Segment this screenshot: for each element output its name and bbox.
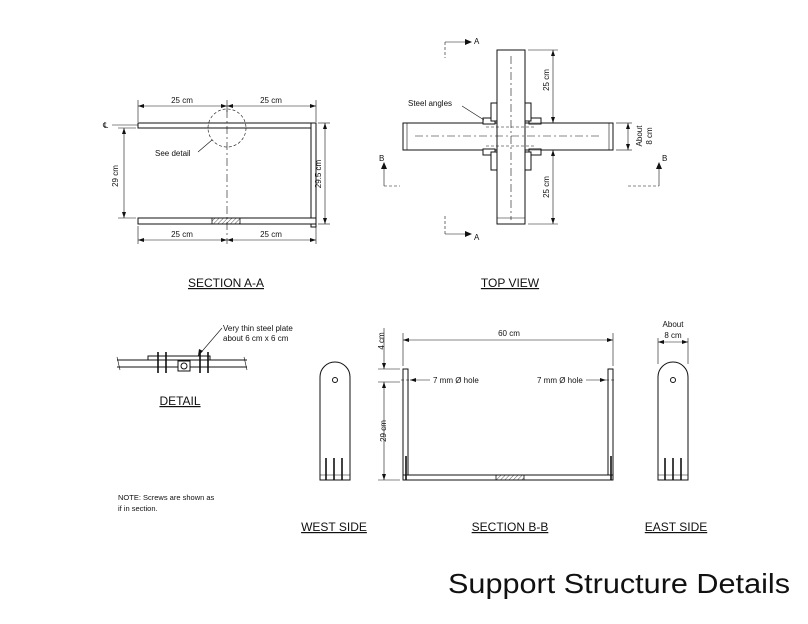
detail-plate-note-line1: Very thin steel plate <box>223 324 293 333</box>
detail-steel-plate <box>147 355 211 361</box>
section-aa-dim-bottom-left: 25 cm <box>171 230 193 239</box>
section-aa-dim-top-right: 25 cm <box>260 96 282 105</box>
section-bb-view: 60 cm 4 cm 29 cm 7 mm Ø hole 7 mm Ø hole… <box>377 328 615 534</box>
west-side-title: WEST SIDE <box>301 520 367 534</box>
section-aa-view: 25 cm 25 cm ℄ See detail 29 cm 29.5 cm <box>103 96 330 290</box>
cut-b-left-label: B <box>379 154 384 163</box>
see-detail-label: See detail <box>155 149 191 158</box>
top-view-title: TOP VIEW <box>481 276 540 290</box>
section-aa-dim-top-left: 25 cm <box>171 96 193 105</box>
note-line2: if in section. <box>118 504 158 513</box>
note-line1: NOTE: Screws are shown as <box>118 493 215 502</box>
section-aa-dim-bottom-right: 25 cm <box>260 230 282 239</box>
detail-title: DETAIL <box>159 394 200 408</box>
steel-angles-label: Steel angles <box>408 99 452 108</box>
cut-b-right-label: B <box>662 154 667 163</box>
top-view-dim-bottom: 25 cm <box>542 176 551 198</box>
section-bb-hatch-block <box>495 474 525 481</box>
drawing-title: Support Structure Details <box>448 568 790 599</box>
steel-angle-group <box>482 102 542 171</box>
top-view: A A B B <box>379 37 667 290</box>
east-side-outline <box>657 361 689 481</box>
top-view-about-value: 8 cm <box>645 127 654 145</box>
west-side-view: WEST SIDE <box>301 361 367 534</box>
section-aa-dim-height-right: 29.5 cm <box>314 159 323 188</box>
section-bb-title: SECTION B-B <box>472 520 549 534</box>
section-bb-dim-top: 4 cm <box>377 332 386 350</box>
west-side-outline <box>319 361 351 481</box>
section-aa-title: SECTION A-A <box>188 276 264 290</box>
top-view-dim-top: 25 cm <box>542 69 551 91</box>
top-view-about-label: About <box>635 125 644 147</box>
detail-view: Very thin steel plate about 6 cm x 6 cm … <box>116 324 293 408</box>
centerline-symbol: ℄ <box>103 121 109 130</box>
section-bb-hole-right: 7 mm Ø hole <box>537 376 583 385</box>
section-aa-hatch-block <box>211 217 241 225</box>
section-aa-dim-height-left: 29 cm <box>111 165 120 187</box>
section-bb-dim-width: 60 cm <box>498 329 520 338</box>
section-aa-right-leg <box>310 122 317 228</box>
cut-a-bottom-label: A <box>474 233 480 242</box>
detail-bolt-head <box>177 360 191 372</box>
cut-a-top-label: A <box>474 37 480 46</box>
detail-callout-circle <box>207 108 247 148</box>
section-bb-hole-left: 7 mm Ø hole <box>433 376 479 385</box>
east-side-about-label: About <box>663 320 685 329</box>
east-side-view: About 8 cm EAST SIDE <box>645 320 707 534</box>
east-side-about-value: 8 cm <box>664 331 682 340</box>
detail-plate-note-line2: about 6 cm x 6 cm <box>223 334 289 343</box>
section-bb-dim-height: 29 cm <box>379 420 388 442</box>
east-side-title: EAST SIDE <box>645 520 707 534</box>
